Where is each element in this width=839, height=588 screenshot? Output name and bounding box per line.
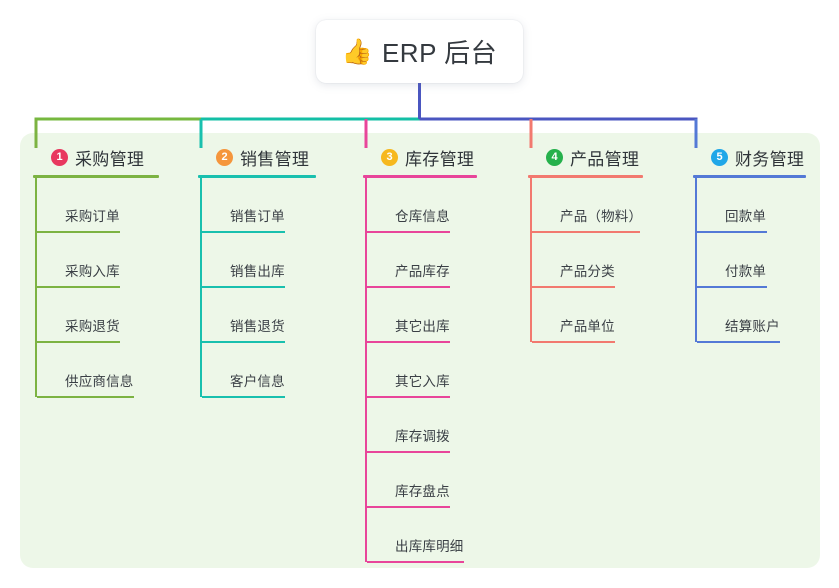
column-items: 仓库信息产品库存其它出库其它入库库存调拨库存盘点出库库明细 bbox=[363, 178, 477, 563]
list-item[interactable]: 结算账户 bbox=[695, 288, 806, 343]
list-item[interactable]: 客户信息 bbox=[200, 343, 316, 398]
branch-column-3: 3 库存管理仓库信息产品库存其它出库其它入库库存调拨库存盘点出库库明细 bbox=[363, 144, 477, 563]
list-item[interactable]: 销售订单 bbox=[200, 178, 316, 233]
list-item-rule bbox=[367, 561, 464, 563]
list-item[interactable]: 产品（物料） bbox=[530, 178, 643, 233]
list-item-rule bbox=[367, 231, 450, 233]
list-item-label: 客户信息 bbox=[230, 374, 285, 389]
list-item-label: 库存盘点 bbox=[395, 484, 450, 499]
column-number-badge: 3 bbox=[381, 148, 398, 166]
list-item-label: 产品（物料） bbox=[560, 209, 643, 224]
list-item-rule bbox=[697, 286, 767, 288]
column-items: 销售订单销售出库销售退货客户信息 bbox=[198, 178, 316, 398]
list-item-label: 其它入库 bbox=[395, 374, 450, 389]
list-item[interactable]: 产品库存 bbox=[365, 233, 477, 288]
column-header-2[interactable]: 2 销售管理 bbox=[198, 144, 316, 170]
list-item-label: 销售出库 bbox=[230, 264, 285, 279]
column-header-rule bbox=[198, 175, 316, 178]
list-item[interactable]: 付款单 bbox=[695, 233, 806, 288]
list-item-label: 销售退货 bbox=[230, 319, 285, 334]
list-item-label: 采购入库 bbox=[65, 264, 120, 279]
list-item-rule bbox=[37, 341, 120, 343]
column-number-badge: 2 bbox=[216, 148, 233, 166]
list-item-rule bbox=[532, 286, 615, 288]
column-title: 库存管理 bbox=[405, 149, 475, 169]
column-header-3[interactable]: 3 库存管理 bbox=[363, 144, 477, 170]
list-item-rule bbox=[367, 506, 450, 508]
column-title: 产品管理 bbox=[570, 149, 640, 169]
list-item-rule bbox=[37, 231, 120, 233]
list-item[interactable]: 产品分类 bbox=[530, 233, 643, 288]
list-item-rule bbox=[532, 231, 640, 233]
list-item[interactable]: 出库库明细 bbox=[365, 508, 477, 563]
list-item-label: 销售订单 bbox=[230, 209, 285, 224]
root-node[interactable]: 👍 ERP 后台 bbox=[316, 20, 523, 83]
list-item[interactable]: 销售出库 bbox=[200, 233, 316, 288]
list-item-rule bbox=[202, 341, 285, 343]
list-item[interactable]: 采购入库 bbox=[35, 233, 159, 288]
list-item-label: 采购订单 bbox=[65, 209, 120, 224]
column-items: 产品（物料） 产品分类产品单位 bbox=[528, 178, 643, 343]
branch-column-2: 2 销售管理销售订单销售出库销售退货客户信息 bbox=[198, 144, 316, 398]
list-item-label: 采购退货 bbox=[65, 319, 120, 334]
list-item-rule bbox=[37, 286, 120, 288]
list-item[interactable]: 仓库信息 bbox=[365, 178, 477, 233]
branch-column-5: 5 财务管理回款单付款单结算账户 bbox=[693, 144, 806, 343]
list-item[interactable]: 其它入库 bbox=[365, 343, 477, 398]
list-item[interactable]: 库存盘点 bbox=[365, 453, 477, 508]
branch-column-1: 1 采购管理采购订单采购入库采购退货供应商信息 bbox=[33, 144, 159, 398]
column-title: 财务管理 bbox=[735, 149, 805, 169]
column-number-badge: 4 bbox=[546, 148, 563, 166]
column-title: 销售管理 bbox=[240, 149, 310, 169]
list-item[interactable]: 其它出库 bbox=[365, 288, 477, 343]
column-header-rule bbox=[528, 175, 643, 178]
thumbs-up-emoji: 👍 bbox=[341, 38, 373, 66]
list-item-rule bbox=[367, 396, 450, 398]
column-header-4[interactable]: 4 产品管理 bbox=[528, 144, 643, 170]
list-item-rule bbox=[367, 451, 450, 453]
list-item-label: 仓库信息 bbox=[395, 209, 450, 224]
list-item-rule bbox=[367, 341, 450, 343]
list-item[interactable]: 供应商信息 bbox=[35, 343, 159, 398]
list-item[interactable]: 采购退货 bbox=[35, 288, 159, 343]
list-item-label: 其它出库 bbox=[395, 319, 450, 334]
column-header-rule bbox=[693, 175, 806, 178]
list-item[interactable]: 产品单位 bbox=[530, 288, 643, 343]
list-item[interactable]: 销售退货 bbox=[200, 288, 316, 343]
list-item-rule bbox=[697, 341, 780, 343]
list-item-rule bbox=[37, 396, 134, 398]
list-item[interactable]: 回款单 bbox=[695, 178, 806, 233]
column-header-rule bbox=[33, 175, 159, 178]
list-item-label: 付款单 bbox=[725, 264, 767, 279]
list-item-label: 产品库存 bbox=[395, 264, 450, 279]
list-item-rule bbox=[697, 231, 767, 233]
column-header-rule bbox=[363, 175, 477, 178]
list-item-label: 回款单 bbox=[725, 209, 767, 224]
column-header-1[interactable]: 1 采购管理 bbox=[33, 144, 159, 170]
list-item[interactable]: 库存调拨 bbox=[365, 398, 477, 453]
column-items: 采购订单采购入库采购退货供应商信息 bbox=[33, 178, 159, 398]
list-item-rule bbox=[532, 341, 615, 343]
list-item-label: 结算账户 bbox=[725, 319, 780, 334]
list-item-rule bbox=[202, 286, 285, 288]
list-item-rule bbox=[202, 396, 285, 398]
list-item-label: 出库库明细 bbox=[395, 539, 464, 554]
branch-column-4: 4 产品管理产品（物料） 产品分类产品单位 bbox=[528, 144, 643, 343]
column-header-5[interactable]: 5 财务管理 bbox=[693, 144, 806, 170]
column-number-badge: 5 bbox=[711, 148, 728, 166]
list-item-label: 供应商信息 bbox=[65, 374, 134, 389]
list-item-label: 产品单位 bbox=[560, 319, 615, 334]
list-item-rule bbox=[367, 286, 450, 288]
list-item[interactable]: 采购订单 bbox=[35, 178, 159, 233]
list-item-label: 库存调拨 bbox=[395, 429, 450, 444]
list-item-label: 产品分类 bbox=[560, 264, 615, 279]
column-title: 采购管理 bbox=[75, 149, 145, 169]
list-item-rule bbox=[202, 231, 285, 233]
root-title: ERP 后台 bbox=[381, 38, 498, 68]
column-number-badge: 1 bbox=[51, 148, 68, 166]
diagram-background-panel bbox=[20, 133, 820, 568]
column-items: 回款单付款单结算账户 bbox=[693, 178, 806, 343]
